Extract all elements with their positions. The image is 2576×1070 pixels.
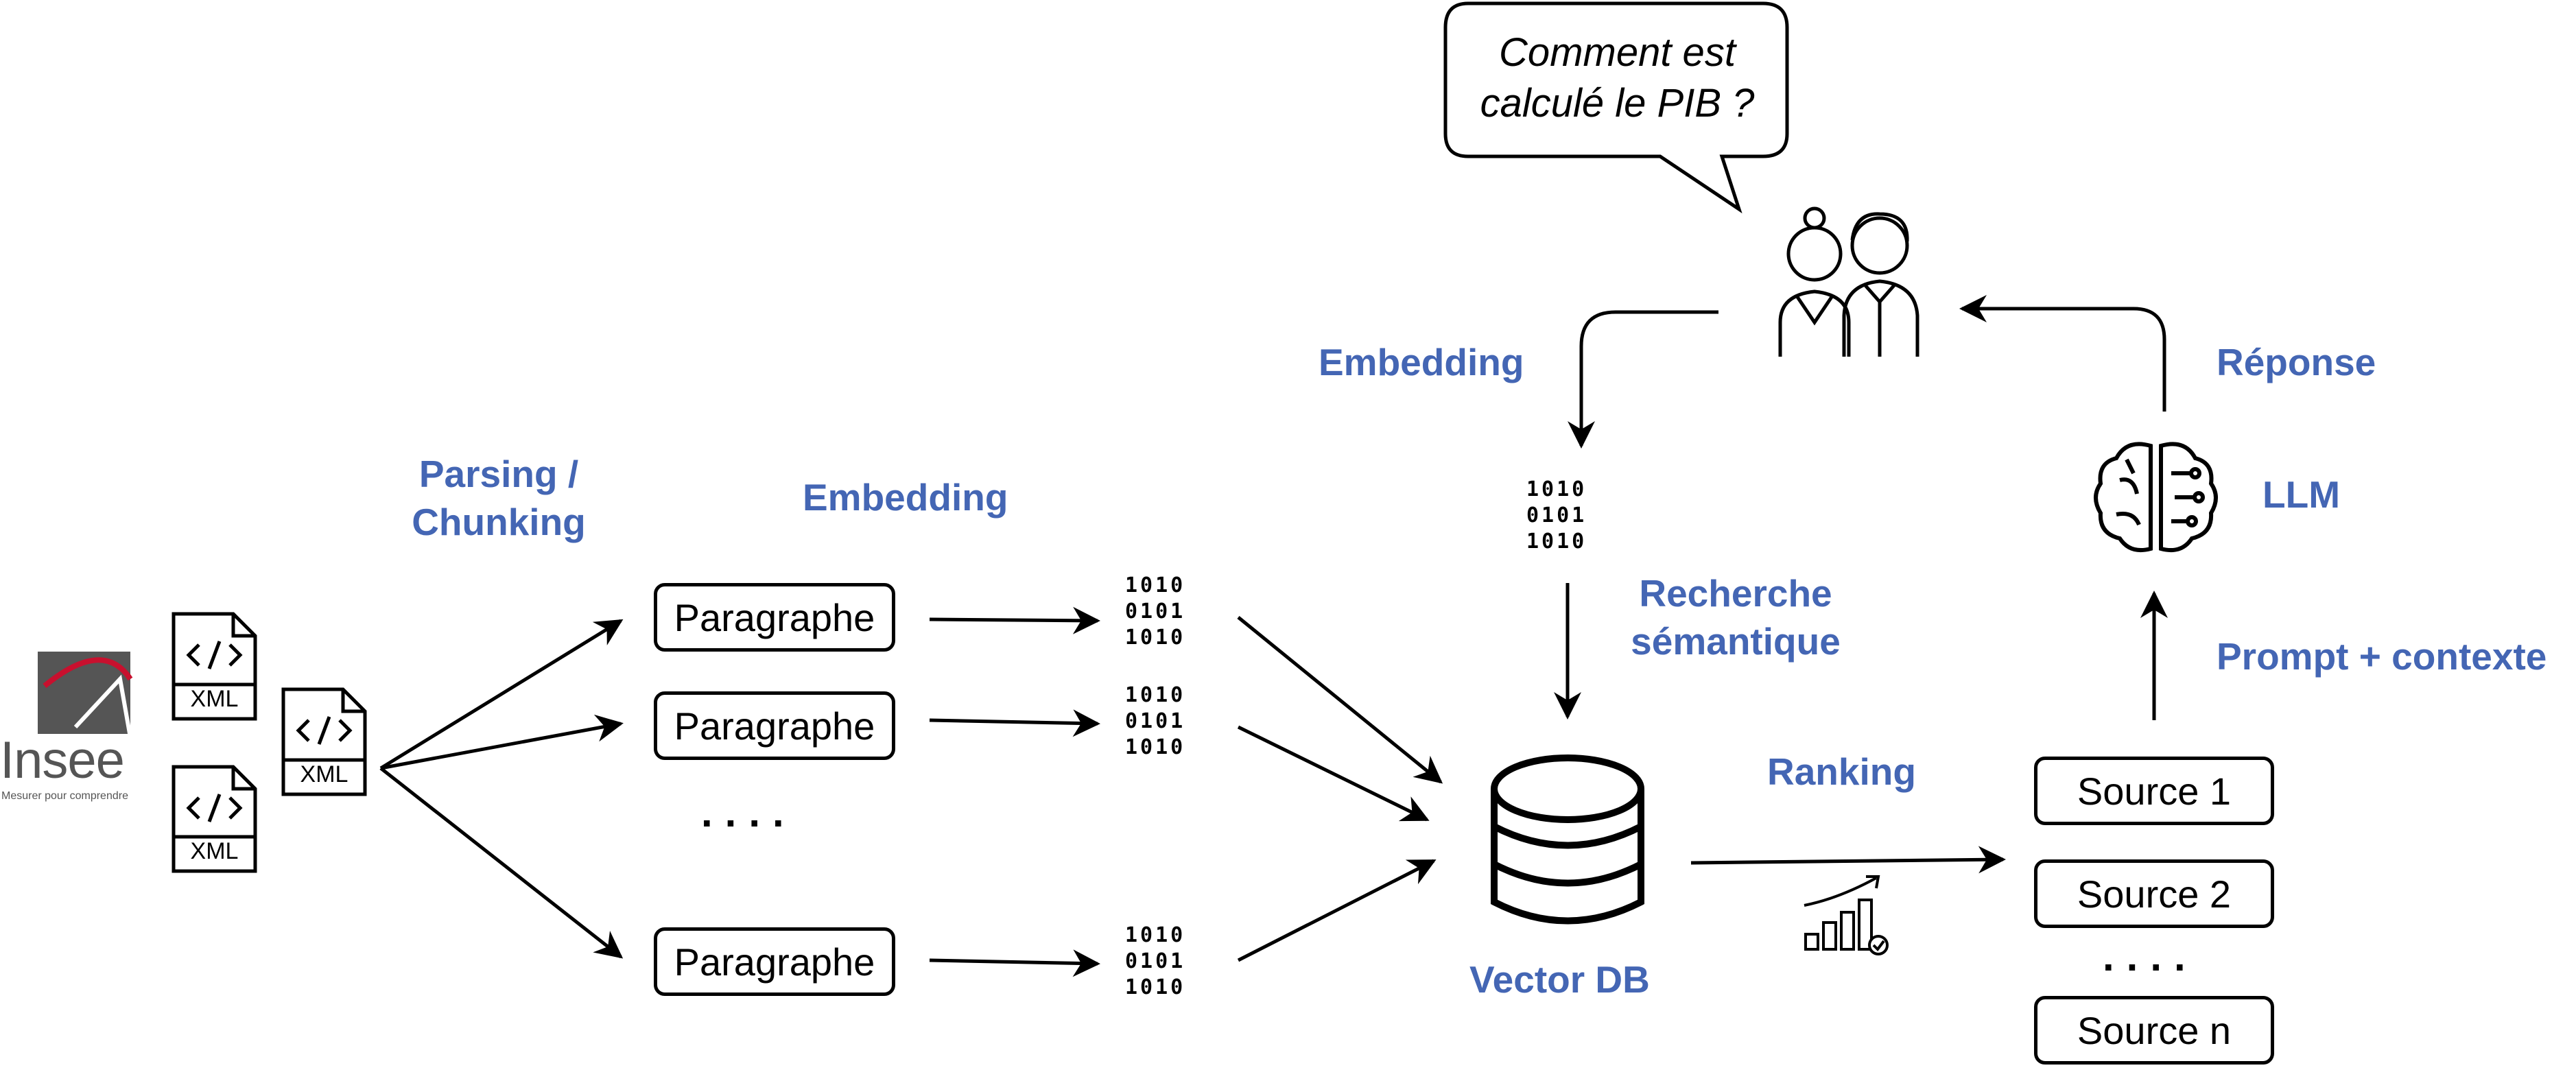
binary-row: 0101 (1125, 709, 1186, 733)
embedding-label-top: Embedding (1319, 341, 1524, 383)
binary-vector: 1010 0101 1010 (1526, 477, 1587, 555)
embedding-label-left: Embedding (803, 476, 1008, 519)
binary-vector: 1010 0101 1010 (1125, 573, 1185, 651)
xml-label: XML (190, 838, 239, 864)
paragraph-box: Paragraphe (654, 691, 895, 760)
ranking-chart-icon (1804, 875, 1889, 955)
binary-row: 1010 (1125, 735, 1186, 759)
reponse-label: Réponse (2217, 341, 2376, 383)
binary-vector: 1010 0101 1010 (1125, 682, 1185, 761)
question-line-2: calculé le PIB ? (1480, 81, 1755, 126)
ranking-label: Ranking (1767, 750, 1916, 793)
binary-row: 1010 (1125, 573, 1186, 597)
paragraph-box: Paragraphe (654, 583, 895, 652)
question-line-1: Comment est (1499, 30, 1736, 75)
binary-row: 1010 (1125, 626, 1186, 650)
xml-label: XML (300, 761, 348, 787)
binary-row: 1010 (1526, 477, 1587, 501)
xml-label: XML (190, 686, 239, 712)
database-icon (1491, 754, 1644, 925)
insee-logo (38, 652, 133, 738)
xml-file-icon (172, 612, 257, 721)
prompt-label: Prompt + contexte (2217, 635, 2547, 678)
vector-db-label: Vector DB (1469, 958, 1650, 1001)
speech-bubble (1443, 1, 1789, 214)
binary-row: 0101 (1125, 949, 1186, 973)
chunking-label: Chunking (412, 501, 586, 543)
semantique-label: sémantique (1631, 620, 1841, 663)
source-ellipsis: .... (2103, 934, 2198, 979)
xml-file-icon (281, 687, 367, 796)
recherche-label: Recherche (1639, 572, 1832, 615)
binary-row: 0101 (1526, 503, 1587, 527)
users-icon (1778, 206, 1919, 357)
logo-tagline: Mesurer pour comprendre (1, 790, 128, 802)
parsing-label: Parsing / (418, 453, 579, 495)
source-box: Source 2 (2034, 859, 2274, 928)
logo-wordmark: Insee (0, 731, 125, 789)
binary-row: 0101 (1125, 599, 1186, 623)
binary-row: 1010 (1526, 530, 1587, 554)
binary-vector: 1010 0101 1010 (1125, 923, 1185, 1001)
binary-row: 1010 (1125, 683, 1186, 707)
binary-row: 1010 (1125, 975, 1186, 999)
binary-row: 1010 (1125, 923, 1186, 947)
xml-file-icon (172, 765, 257, 873)
llm-label: LLM (2262, 473, 2341, 516)
source-box: Source n (2034, 996, 2274, 1065)
source-box: Source 1 (2034, 757, 2274, 825)
brain-icon (2094, 442, 2218, 553)
paragraph-ellipsis: .... (701, 789, 796, 835)
paragraph-box: Paragraphe (654, 927, 895, 996)
